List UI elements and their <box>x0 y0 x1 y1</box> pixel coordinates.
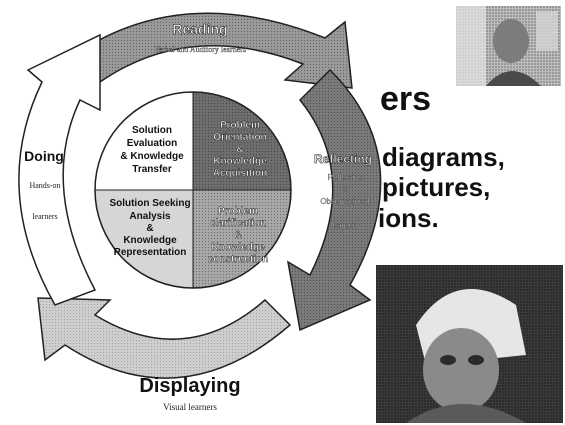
reading-title: Reading <box>172 21 227 37</box>
bullet-fragment-3: ions. <box>378 203 439 233</box>
q-tr-line-2: Orientation <box>213 132 266 143</box>
q-tl-line-3: & Knowledge <box>120 151 184 162</box>
displaying-subtitle: Visual learners <box>163 402 217 412</box>
doing-sub-2: learners <box>32 212 57 221</box>
q-tr-line-1: Problem <box>220 120 260 131</box>
doing-arrow <box>18 33 101 306</box>
reflecting-sub-2: & <box>342 185 348 194</box>
q-br-line-4: Knowledge <box>211 242 265 253</box>
q-br-line-1: Problem <box>218 206 258 217</box>
q-br-line-5: construction <box>208 254 269 265</box>
reading-subtitle: Verbal and Auditory learners <box>154 45 246 54</box>
top-right-photo <box>456 6 561 86</box>
q-bl-line-5: Representation <box>114 247 187 258</box>
q-tl-line-2: Evaluation <box>127 138 178 149</box>
q-tr-line-5: Acquisition <box>213 168 267 179</box>
pilot-photo <box>376 265 563 423</box>
reflecting-sub-1: Reflective <box>327 173 363 182</box>
q-br-line-3: & <box>234 230 241 241</box>
q-br-line-2: clarification <box>210 218 266 229</box>
reflecting-sub-3: Observational <box>320 197 370 206</box>
reflecting-title: Reflecting <box>314 152 372 166</box>
doing-sub-1: Hands-on <box>29 181 60 190</box>
q-tl-line-4: Transfer <box>132 164 172 175</box>
q-tr-line-3: & <box>236 144 243 155</box>
bullet-fragment-1: diagrams, <box>382 142 505 172</box>
q-bl-line-2: Analysis <box>129 211 171 222</box>
displaying-title: Displaying <box>139 375 240 397</box>
q-tr-line-4: Knowledge <box>213 156 267 167</box>
q-bl-line-3: & <box>146 223 153 234</box>
central-circle <box>94 91 292 289</box>
q-bl-line-1: Solution Seeking <box>109 198 190 209</box>
q-tl-line-1: Solution <box>132 125 172 136</box>
reflecting-sub-4: learners <box>331 221 360 230</box>
q-bl-line-4: Knowledge <box>123 235 177 246</box>
slide-title-fragment: ers <box>380 80 432 118</box>
doing-title: Doing <box>24 148 64 164</box>
bullet-fragment-2: pictures, <box>382 172 491 202</box>
